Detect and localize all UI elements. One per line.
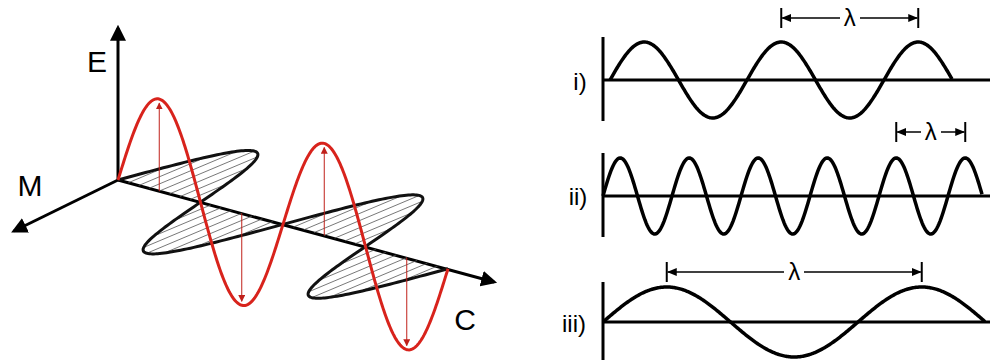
baseline: [603, 79, 990, 82]
sine-wave: [610, 42, 952, 118]
sine-wave: [603, 158, 982, 234]
dimension-tick: [666, 262, 668, 282]
wave-index: iii): [562, 312, 586, 336]
wave-index: ii): [569, 185, 588, 209]
axis-label: C: [454, 305, 476, 335]
axis-label: M: [18, 171, 43, 201]
electric-vector: [406, 258, 407, 346]
wavelength-label: λ: [840, 6, 860, 30]
baseline: [603, 321, 990, 324]
sine-wave: [603, 287, 985, 357]
baseline: [603, 195, 990, 198]
electric-wave: [118, 99, 448, 350]
c-axis: [118, 180, 494, 282]
axis-label: E: [87, 47, 107, 77]
dimension-tick: [921, 262, 923, 282]
dimension-tick: [780, 8, 782, 28]
dimension-tick: [895, 122, 897, 142]
wave-index: i): [573, 70, 586, 94]
wavelength-label: λ: [921, 120, 941, 144]
dimension-tick: [964, 122, 966, 142]
electric-vector: [241, 213, 242, 301]
electric-vector: [324, 147, 325, 235]
dimension-tick: [917, 8, 919, 28]
wavelength-label: λ: [784, 260, 804, 284]
e-axis: [117, 28, 120, 180]
electric-vector: [159, 103, 160, 191]
